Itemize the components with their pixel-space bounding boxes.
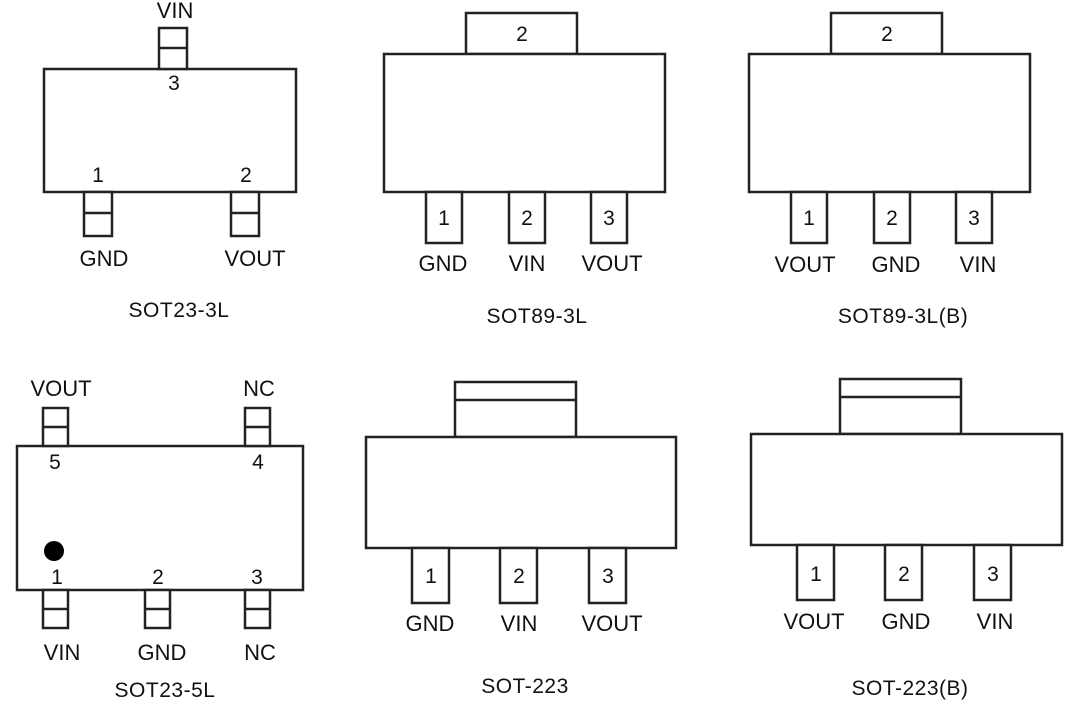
pin-1	[82, 190, 114, 238]
pin-2-lead	[498, 546, 539, 605]
pin-1-name: VOUT	[774, 252, 835, 277]
pin-5-name: VOUT	[30, 376, 91, 401]
tab-number: 2	[516, 23, 528, 46]
tab-number: 2	[881, 23, 893, 46]
pin-2-number: 2	[513, 565, 525, 588]
pin-3-number: 3	[251, 566, 263, 589]
pin-1-number: 1	[92, 164, 104, 187]
pin-3-name: VIN	[960, 252, 997, 277]
package-title: SOT23-5L	[115, 679, 216, 702]
package-title: SOT23-3L	[129, 299, 230, 322]
pin-1-name: GND	[419, 251, 468, 276]
pin-2-name: VIN	[501, 611, 538, 636]
pin-1-marker-dot	[44, 541, 64, 561]
package-body	[747, 52, 1032, 194]
package-sot-223-b: 1 VOUT 2 GND 3 VIN SOT-223(B)	[749, 377, 1064, 700]
pin-2-name: VIN	[509, 251, 546, 276]
pin-1-name: GND	[406, 611, 455, 636]
package-tab	[838, 377, 963, 436]
pin-1-number: 1	[438, 207, 450, 230]
pin-1-name: VOUT	[783, 609, 844, 634]
pin-3-number: 3	[987, 563, 999, 586]
pin-1-lead	[789, 190, 829, 245]
pin-5-number: 5	[49, 451, 61, 474]
pin-2-name: VOUT	[224, 246, 285, 271]
pin-2-name: GND	[882, 609, 931, 634]
pin-3-number: 3	[602, 565, 614, 588]
pin-5	[41, 406, 70, 448]
pin-2-number: 2	[886, 207, 898, 230]
package-body	[749, 432, 1064, 547]
package-sot23-3l: VIN 3 1 GND 2 VOUT SOT23-3L	[42, 0, 298, 322]
package-sot89-3l-b: 2 1 VOUT 2 GND 3 VIN SOT89-3L(B)	[747, 11, 1032, 328]
pin-3	[243, 588, 272, 630]
package-title: SOT-223	[481, 675, 569, 698]
pin-4-name: NC	[243, 376, 275, 401]
package-title: SOT-223(B)	[851, 677, 968, 700]
pin-4-number: 4	[252, 451, 264, 474]
pin-1-number: 1	[810, 563, 822, 586]
pin-2	[229, 190, 261, 238]
pin-2-number: 2	[521, 207, 533, 230]
pin-3-name: VOUT	[581, 611, 642, 636]
pin-1-number: 1	[425, 565, 437, 588]
pin-3-lead	[589, 190, 629, 245]
package-title: SOT89-3L(B)	[838, 305, 968, 328]
pin-3-name: VOUT	[581, 251, 642, 276]
pin-2-lead	[507, 190, 547, 245]
pin-1-lead	[424, 190, 464, 245]
pin-2-number: 2	[152, 566, 164, 589]
package-body	[382, 52, 667, 194]
pin-2-number: 2	[240, 164, 252, 187]
pin-1-number: 1	[803, 207, 815, 230]
pin-2-name: GND	[872, 252, 921, 277]
pin-1-name: VIN	[44, 640, 81, 665]
pin-2-name: GND	[138, 640, 187, 665]
package-tab	[453, 380, 578, 439]
package-body	[42, 67, 298, 194]
pin-1	[41, 588, 70, 630]
package-tab	[829, 11, 944, 56]
pin-4	[243, 406, 272, 448]
pin-2	[143, 588, 172, 630]
package-sot23-5l: VOUT 5 NC 4 1 VIN 2 GND 3 NC SOT23	[15, 376, 305, 702]
pin-3	[157, 26, 189, 71]
package-sot-223: 1 GND 2 VIN 3 VOUT SOT-223	[364, 380, 678, 698]
pin-3-number: 3	[603, 207, 615, 230]
pin-1-lead	[795, 543, 836, 602]
pin-1-number: 1	[51, 566, 63, 589]
package-body	[15, 444, 305, 592]
pin-2-lead	[872, 190, 912, 245]
pin-3-number: 3	[968, 207, 980, 230]
package-title: SOT89-3L	[487, 305, 588, 328]
pin-3-number: 3	[168, 72, 180, 95]
pin-3-lead	[587, 546, 628, 605]
pin-3-lead	[972, 543, 1013, 602]
pin-3-name: VIN	[157, 0, 194, 23]
pin-3-name: NC	[244, 640, 276, 665]
pin-1-name: GND	[80, 246, 129, 271]
package-sot89-3l: 2 1 GND 2 VIN 3 VOUT SOT89-3L	[382, 11, 667, 328]
pin-2-lead	[883, 543, 924, 602]
pin-1-lead	[410, 546, 451, 605]
pin-3-lead	[954, 190, 994, 245]
pin-2-number: 2	[898, 563, 910, 586]
pin-3-name: VIN	[977, 609, 1014, 634]
package-body	[364, 435, 678, 550]
